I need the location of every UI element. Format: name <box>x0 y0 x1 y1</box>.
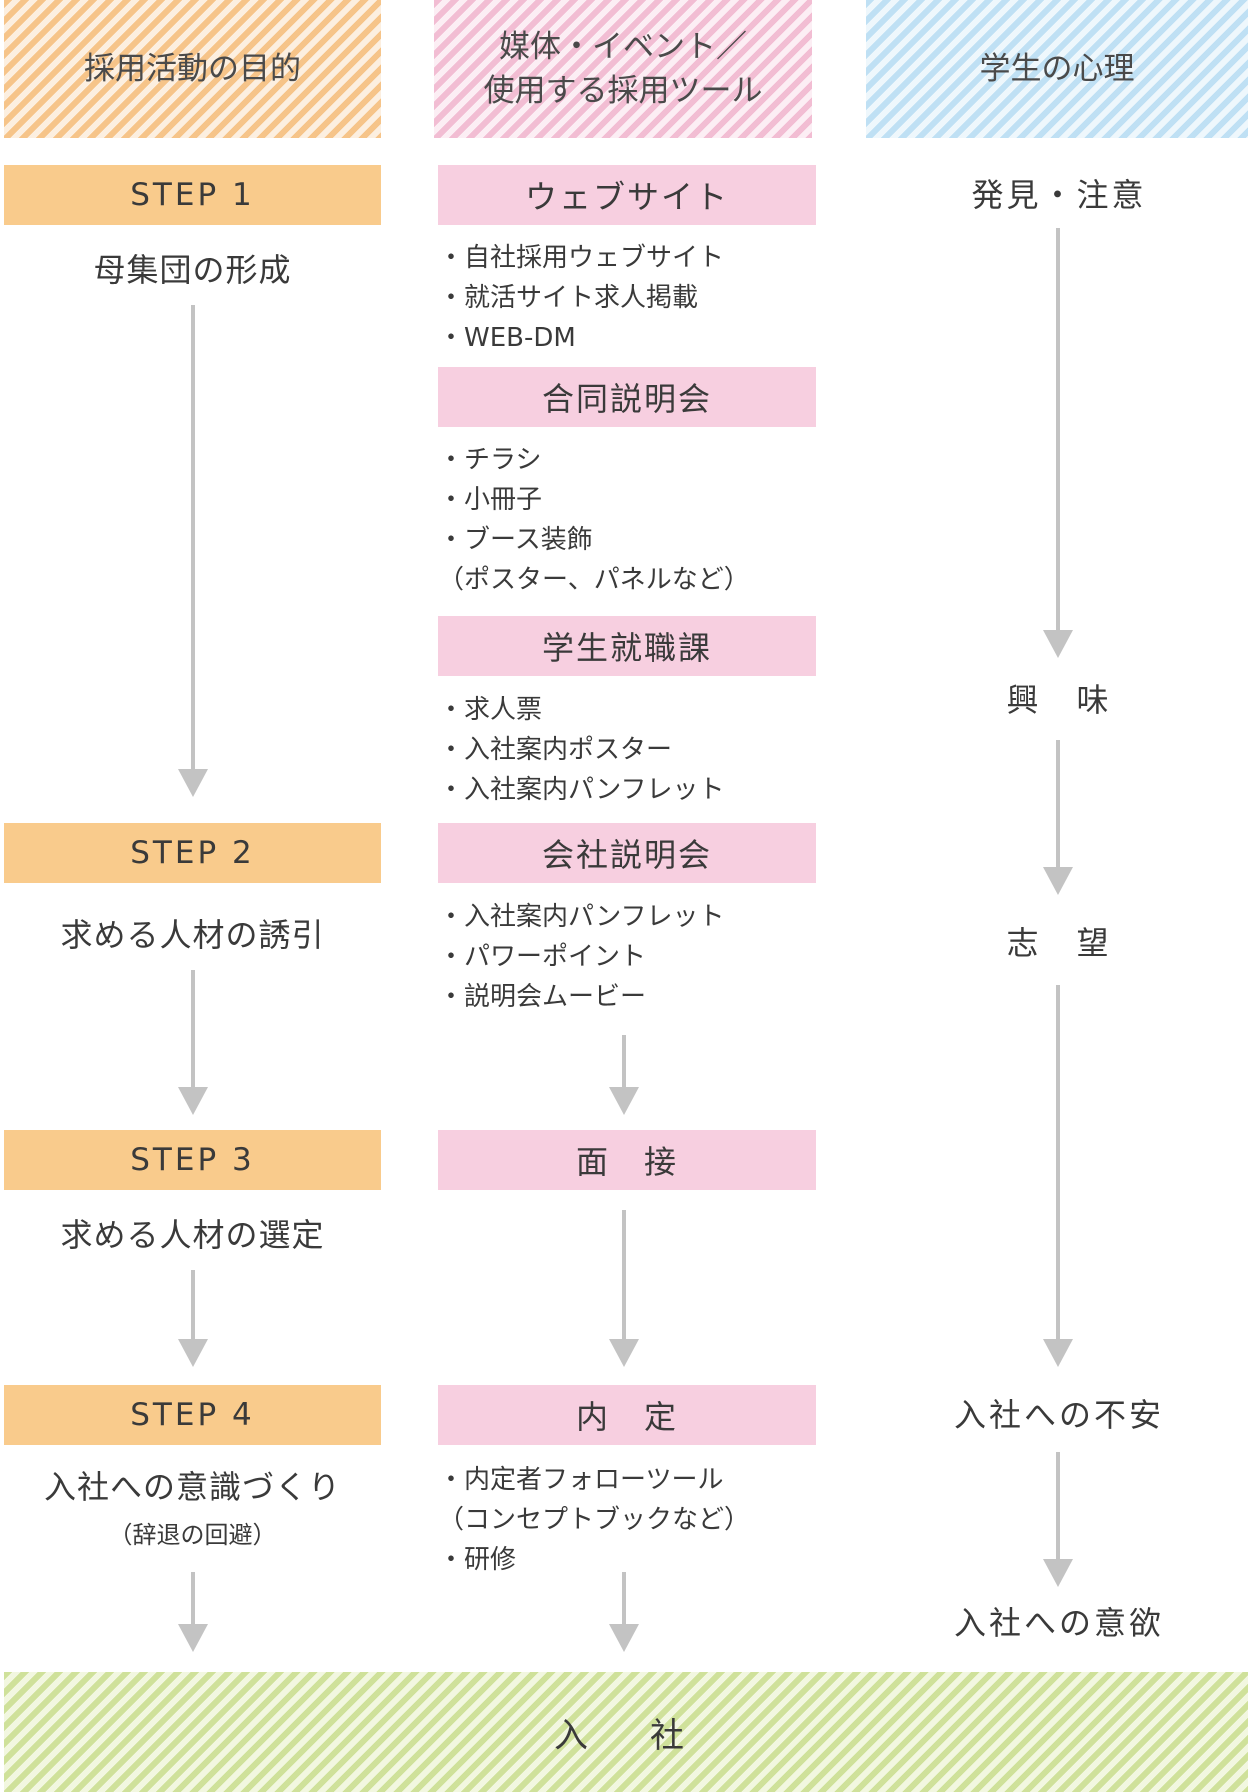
header-psychology-label: 学生の心理 <box>979 51 1135 87</box>
list-item: ・就活サイト求人掲載 <box>438 283 699 313</box>
list-item: ・内定者フォローツール <box>438 1465 724 1495</box>
step-1-purpose: 母集団の形成 <box>93 251 292 289</box>
arrow-down-icon <box>1043 1452 1073 1587</box>
media-website-title: ウェブサイト <box>524 178 729 216</box>
step-4-purpose-note: （辞退の回避） <box>108 1521 277 1549</box>
media-offer-box: 内 定 <box>438 1385 816 1445</box>
arrow-down-icon <box>178 1270 208 1367</box>
psychology-stage-aspiration: 志 望 <box>1006 924 1112 962</box>
step-2-purpose: 求める人材の誘引 <box>60 916 325 954</box>
list-item: ・パワーポイント <box>438 942 647 972</box>
arrow-down-icon <box>1043 740 1073 895</box>
media-company-briefing-title: 会社説明会 <box>541 836 712 874</box>
step-4-purpose: 入社への意識づくり <box>43 1468 341 1506</box>
arrow-down-icon <box>1043 228 1073 658</box>
header-media: 媒体・イベント／ 使用する採用ツール <box>434 0 812 138</box>
list-item: ・WEB-DM <box>438 323 576 353</box>
list-item: （ポスター、パネルなど） <box>438 565 750 595</box>
list-item: ・入社案内ポスター <box>438 735 673 765</box>
header-media-line1: 媒体・イベント／ <box>499 29 747 65</box>
list-item: ・入社案内パンフレット <box>438 902 725 932</box>
psychology-stage-discovery: 発見・注意 <box>971 176 1147 214</box>
arrow-down-icon <box>178 1572 208 1652</box>
header-media-line2: 使用する採用ツール <box>483 73 763 109</box>
media-interview-box: 面 接 <box>438 1130 816 1190</box>
media-interview-title: 面 接 <box>575 1143 678 1181</box>
arrow-down-icon <box>609 1035 639 1115</box>
list-item: ・入社案内パンフレット <box>438 775 725 805</box>
step-3-box: STEP 3 <box>4 1130 381 1190</box>
arrow-down-icon <box>609 1210 639 1367</box>
list-item: ・チラシ <box>438 445 542 475</box>
list-item: ・小冊子 <box>438 485 543 515</box>
arrow-down-icon <box>1043 985 1073 1367</box>
step-2-label: STEP 2 <box>130 835 255 871</box>
media-career-office-title: 学生就職課 <box>541 629 712 667</box>
step-1-label: STEP 1 <box>130 177 255 213</box>
media-offer-title: 内 定 <box>575 1398 678 1436</box>
list-item: （コンセプトブックなど） <box>438 1505 751 1535</box>
media-career-office-list: ・求人票 ・入社案内ポスター ・入社案内パンフレット <box>438 690 838 810</box>
header-purpose-label: 採用活動の目的 <box>84 51 301 87</box>
final-banner: 入 社 <box>4 1672 1248 1792</box>
arrow-down-icon <box>178 305 208 797</box>
step-2-box: STEP 2 <box>4 823 381 883</box>
media-offer-list: ・内定者フォローツール （コンセプトブックなど） ・研修 <box>438 1460 838 1580</box>
arrow-down-icon <box>609 1572 639 1652</box>
psychology-stage-motivation: 入社への意欲 <box>953 1604 1164 1642</box>
media-company-briefing-list: ・入社案内パンフレット ・パワーポイント ・説明会ムービー <box>438 897 838 1017</box>
media-career-office-box: 学生就職課 <box>438 616 816 676</box>
list-item: ・説明会ムービー <box>438 982 647 1012</box>
psychology-stage-interest: 興 味 <box>1006 681 1112 719</box>
list-item: ・研修 <box>438 1545 517 1575</box>
media-website-list: ・自社採用ウェブサイト ・就活サイト求人掲載 ・WEB-DM <box>438 238 838 358</box>
arrow-down-icon <box>178 970 208 1115</box>
step-3-label: STEP 3 <box>130 1142 255 1178</box>
psychology-stage-anxiety: 入社への不安 <box>953 1396 1164 1434</box>
header-purpose: 採用活動の目的 <box>4 0 381 138</box>
media-website-box: ウェブサイト <box>438 165 816 225</box>
list-item: ・求人票 <box>438 695 543 725</box>
header-psychology: 学生の心理 <box>866 0 1248 138</box>
media-company-briefing-box: 会社説明会 <box>438 823 816 883</box>
media-joint-fair-title: 合同説明会 <box>541 380 712 418</box>
final-label: 入 社 <box>554 1715 698 1756</box>
step-4-label: STEP 4 <box>130 1397 255 1433</box>
list-item: ・ブース装飾 <box>438 525 593 555</box>
media-joint-fair-box: 合同説明会 <box>438 367 816 427</box>
media-joint-fair-list: ・チラシ ・小冊子 ・ブース装飾 （ポスター、パネルなど） <box>438 440 838 600</box>
step-3-purpose: 求める人材の選定 <box>60 1216 325 1254</box>
step-1-box: STEP 1 <box>4 165 381 225</box>
step-4-box: STEP 4 <box>4 1385 381 1445</box>
list-item: ・自社採用ウェブサイト <box>438 243 725 273</box>
